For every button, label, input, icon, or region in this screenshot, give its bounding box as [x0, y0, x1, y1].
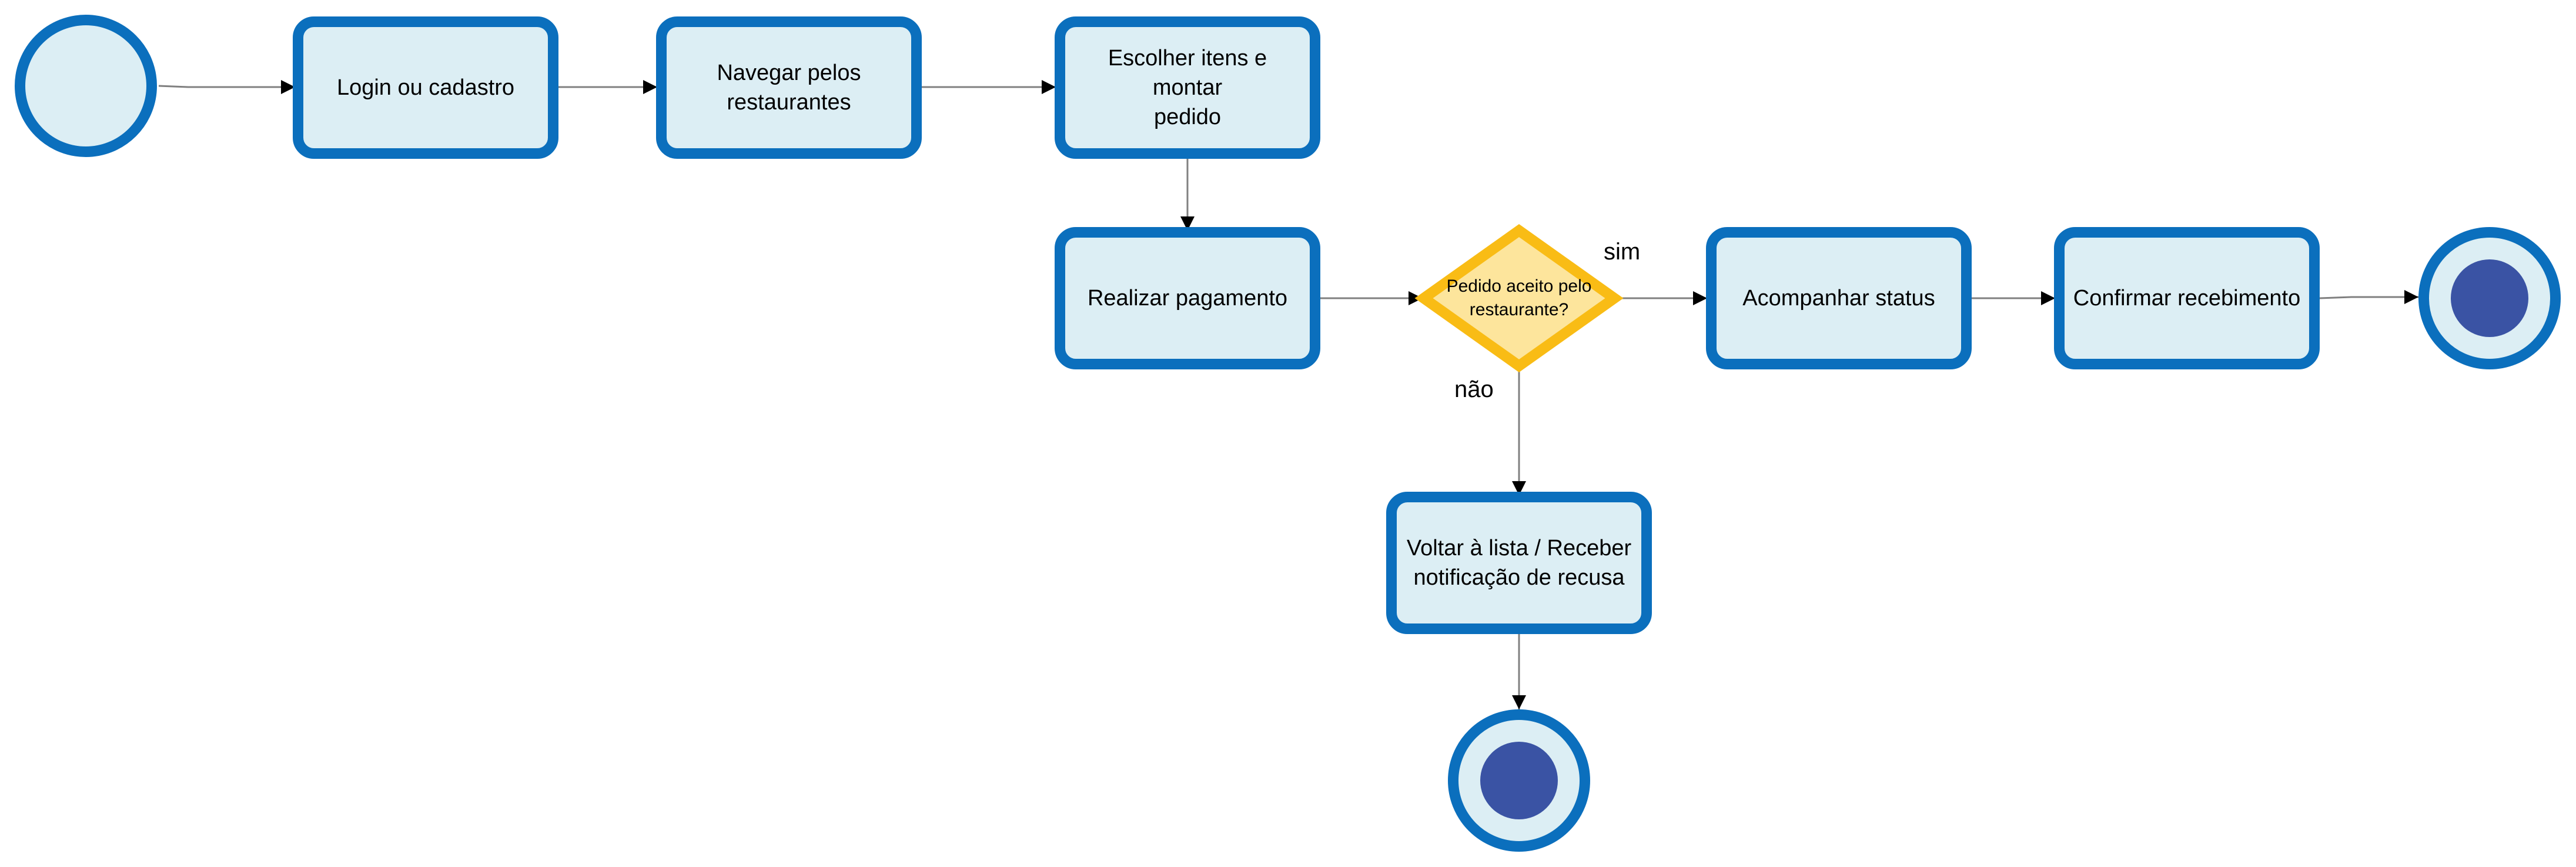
- task-browse: Navegar pelos restaurantes: [656, 16, 922, 159]
- edge-label-no: não: [1454, 376, 1494, 402]
- task-confirm-receipt: Confirmar recebimento: [2054, 227, 2320, 369]
- task-back-to-list: Voltar à lista / Receber notificação de …: [1386, 492, 1652, 634]
- task-choose-items: Escolher itens e montar pedido: [1055, 16, 1320, 159]
- task-login: Login ou cadastro: [293, 16, 558, 159]
- task-track-status: Acompanhar status: [1706, 227, 1972, 369]
- connectors: [158, 80, 2418, 709]
- start-event: [15, 15, 157, 157]
- task-payment: Realizar pagamento: [1055, 227, 1320, 369]
- edge-confirm-to-end: [2319, 290, 2418, 304]
- end-event-success-dot: [2451, 259, 2528, 337]
- edge-start-to-login: [158, 80, 295, 94]
- decision-gateway: [1414, 224, 1624, 373]
- edge-label-yes: sim: [1604, 239, 1641, 265]
- end-event-rejected-dot: [1480, 742, 1558, 819]
- gateway-question: Pedido aceito pelo restaurante?: [1446, 276, 1592, 319]
